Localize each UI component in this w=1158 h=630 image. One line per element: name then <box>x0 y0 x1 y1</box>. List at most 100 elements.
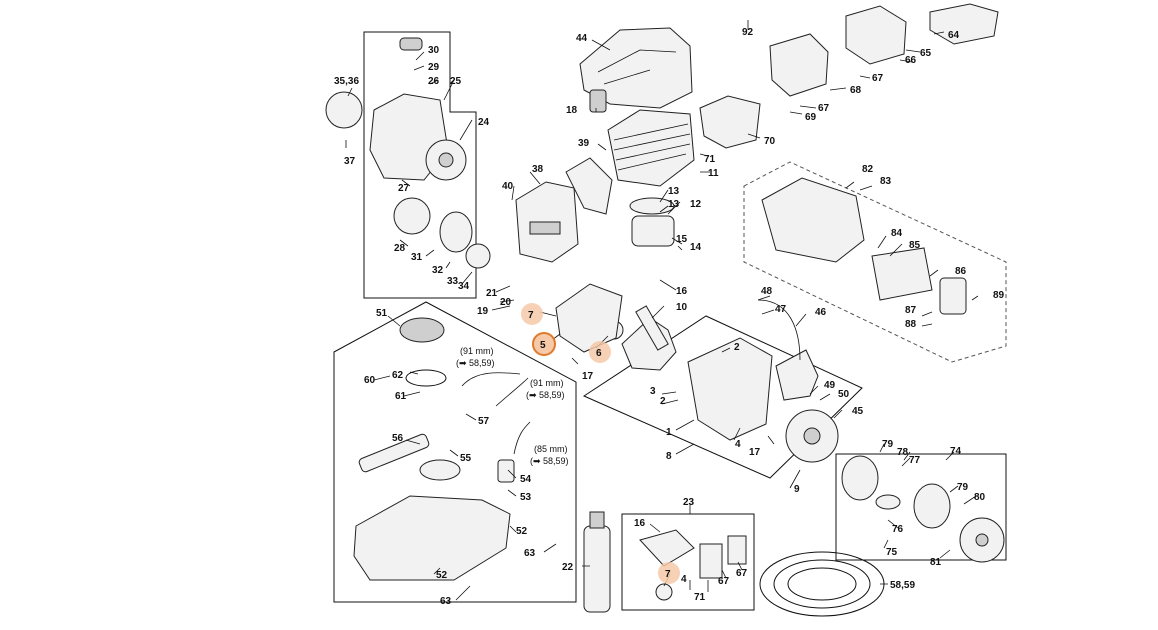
part-number-55[interactable]: 55 <box>460 453 472 464</box>
part-number-20[interactable]: 20 <box>500 297 512 308</box>
part-number-85[interactable]: 85 <box>909 240 921 251</box>
part-number-69[interactable]: 69 <box>805 112 817 123</box>
part-number-78[interactable]: 78 <box>897 447 909 458</box>
part-number-13b[interactable]: 13 <box>668 199 680 210</box>
part-number-67d[interactable]: 67 <box>736 568 748 579</box>
part-number-21[interactable]: 21 <box>486 288 498 299</box>
part-number-30[interactable]: 30 <box>428 45 440 56</box>
part-number-67b[interactable]: 67 <box>818 103 830 114</box>
part-number-57[interactable]: 57 <box>478 416 490 427</box>
part-number-22[interactable]: 22 <box>562 562 574 573</box>
part-number-35-36[interactable]: 35,36 <box>334 76 359 87</box>
part-number-47[interactable]: 47 <box>775 304 787 315</box>
part-number-7b[interactable]: 7 <box>665 569 671 580</box>
part-number-26[interactable]: 26 <box>428 76 440 87</box>
highlight-marker-5[interactable] <box>532 332 556 356</box>
part-number-31[interactable]: 31 <box>411 252 423 263</box>
part-number-46[interactable]: 46 <box>815 307 827 318</box>
part-number-67c[interactable]: 67 <box>718 576 730 587</box>
part-number-4a[interactable]: 4 <box>735 439 741 450</box>
part-number-74[interactable]: 74 <box>950 446 962 457</box>
part-number-70[interactable]: 70 <box>764 136 776 147</box>
part-number-54[interactable]: 54 <box>520 474 532 485</box>
tank-filler-neck <box>419 459 461 481</box>
part-number-2a[interactable]: 2 <box>734 342 740 353</box>
part-number-15[interactable]: 15 <box>676 234 688 245</box>
part-number-61[interactable]: 61 <box>395 391 407 402</box>
part-number-51[interactable]: 51 <box>376 308 388 319</box>
part-number-8[interactable]: 8 <box>666 451 672 462</box>
part-number-13a[interactable]: 13 <box>668 186 680 197</box>
part-number-40[interactable]: 40 <box>502 181 514 192</box>
part-number-84[interactable]: 84 <box>891 228 903 239</box>
part-number-4b[interactable]: 4 <box>681 574 687 585</box>
part-number-33[interactable]: 33 <box>447 276 459 287</box>
part-number-6[interactable]: 6 <box>596 348 602 359</box>
part-number-34[interactable]: 34 <box>458 281 470 292</box>
part-number-24[interactable]: 24 <box>478 117 490 128</box>
part-number-86[interactable]: 86 <box>955 266 967 277</box>
part-number-65[interactable]: 65 <box>920 48 932 59</box>
part-number-76[interactable]: 76 <box>892 524 904 535</box>
part-number-48[interactable]: 48 <box>761 286 773 297</box>
part-number-27[interactable]: 27 <box>398 183 410 194</box>
hose3-length-note: (85 mm) <box>534 444 568 454</box>
part-number-12[interactable]: 12 <box>690 199 702 210</box>
part-number-49[interactable]: 49 <box>824 380 836 391</box>
part-number-3[interactable]: 3 <box>650 386 656 397</box>
part-number-89[interactable]: 89 <box>993 290 1005 301</box>
part-number-28[interactable]: 28 <box>394 243 406 254</box>
part-number-10[interactable]: 10 <box>676 302 688 313</box>
part-number-88[interactable]: 88 <box>905 319 917 330</box>
part-number-1[interactable]: 1 <box>666 427 672 438</box>
part-number-67a[interactable]: 67 <box>872 73 884 84</box>
part-number-87[interactable]: 87 <box>905 305 917 316</box>
part-number-80[interactable]: 80 <box>974 492 986 503</box>
part-number-7a[interactable]: 7 <box>528 310 534 321</box>
part-number-44[interactable]: 44 <box>576 33 588 44</box>
part-number-9[interactable]: 9 <box>794 484 800 495</box>
part-number-63b[interactable]: 63 <box>440 596 452 607</box>
fuel-pickup-part <box>358 433 430 473</box>
part-number-17a[interactable]: 17 <box>582 371 594 382</box>
part-number-53[interactable]: 53 <box>520 492 532 503</box>
part-number-56[interactable]: 56 <box>392 433 404 444</box>
part-number-82[interactable]: 82 <box>862 164 874 175</box>
part-number-79a[interactable]: 79 <box>882 439 894 450</box>
part-number-50[interactable]: 50 <box>838 389 850 400</box>
part-number-45[interactable]: 45 <box>852 406 864 417</box>
part-number-58-59[interactable]: 58,59 <box>890 580 915 591</box>
part-number-17b[interactable]: 17 <box>749 447 761 458</box>
part-number-71a[interactable]: 71 <box>704 154 716 165</box>
part-number-52b[interactable]: 52 <box>436 570 448 581</box>
part-number-77[interactable]: 77 <box>909 455 921 466</box>
part-number-66[interactable]: 66 <box>905 55 917 66</box>
part-number-16a[interactable]: 16 <box>676 286 688 297</box>
part-number-37[interactable]: 37 <box>344 156 356 167</box>
part-number-2b[interactable]: 2 <box>660 396 666 407</box>
part-number-52a[interactable]: 52 <box>516 526 528 537</box>
part-number-68[interactable]: 68 <box>850 85 862 96</box>
part-number-92[interactable]: 92 <box>742 27 754 38</box>
part-number-60[interactable]: 60 <box>364 375 376 386</box>
part-number-29[interactable]: 29 <box>428 62 440 73</box>
part-number-81[interactable]: 81 <box>930 557 942 568</box>
part-number-63a[interactable]: 63 <box>524 548 536 559</box>
part-number-23[interactable]: 23 <box>683 497 695 508</box>
part-number-5[interactable]: 5 <box>540 340 546 351</box>
part-number-79b[interactable]: 79 <box>957 482 969 493</box>
part-number-19[interactable]: 19 <box>477 306 489 317</box>
part-number-83[interactable]: 83 <box>880 176 892 187</box>
part-number-75[interactable]: 75 <box>886 547 898 558</box>
part-number-16b[interactable]: 16 <box>634 518 646 529</box>
part-number-39[interactable]: 39 <box>578 138 590 149</box>
part-number-62[interactable]: 62 <box>392 370 404 381</box>
part-number-71b[interactable]: 71 <box>694 592 706 603</box>
part-number-38[interactable]: 38 <box>532 164 544 175</box>
part-number-64[interactable]: 64 <box>948 30 960 41</box>
part-number-14[interactable]: 14 <box>690 242 702 253</box>
part-number-32[interactable]: 32 <box>432 265 444 276</box>
part-number-25[interactable]: 25 <box>450 76 462 87</box>
part-number-11[interactable]: 11 <box>708 168 719 179</box>
part-number-18[interactable]: 18 <box>566 105 578 116</box>
